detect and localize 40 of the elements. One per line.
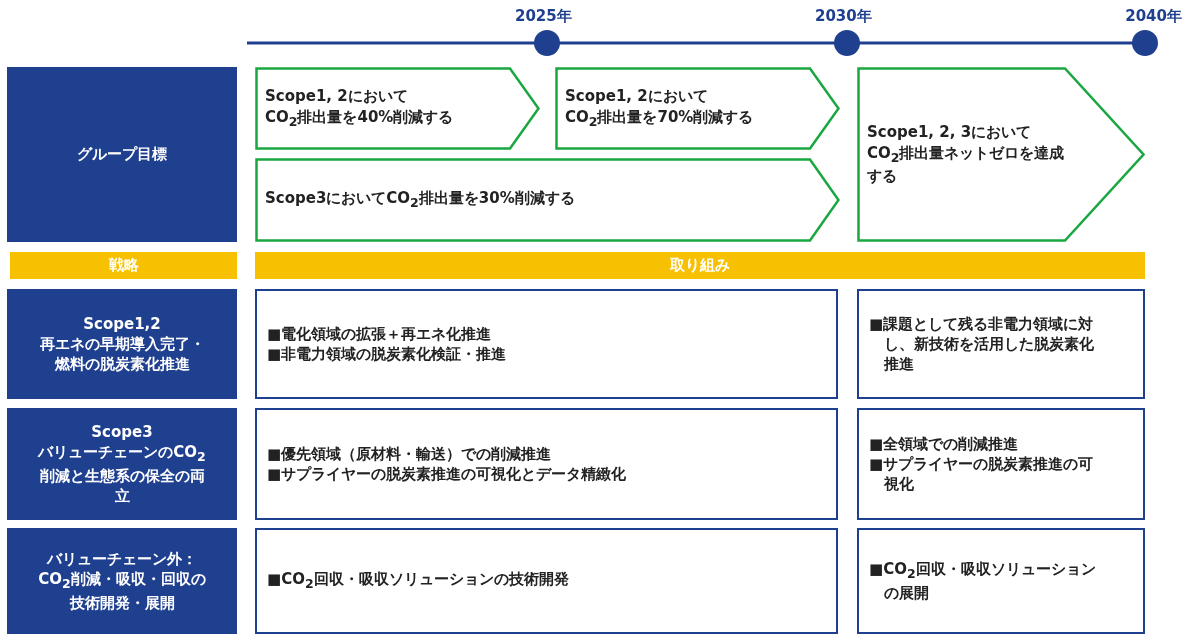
year-label: 2025年 — [515, 7, 572, 26]
goal-text: Scope1, 2, 3において CO$_{2}$排出量ネットゼロを達成する — [867, 122, 1066, 187]
measure-item: ■課題として残る非電力領域に対し、新技術を活用した脱炭素化推進 — [869, 313, 1095, 375]
band-title: 取り組み — [670, 255, 730, 276]
measure-item: ■電化領域の拡張＋再エネ化推進 — [267, 323, 493, 344]
section-band — [255, 252, 1145, 279]
band-title: 戦略 — [108, 255, 139, 276]
category-panel — [7, 289, 237, 399]
goal-text: Scope3においてCO$_{2}$排出量を30%削減する — [265, 188, 576, 212]
category-panel — [7, 528, 237, 634]
goal-text: Scope1, 2において CO$_{2}$排出量を70%削減する — [565, 86, 755, 131]
year-label: 2030年 — [815, 7, 872, 26]
measure-item: ■優先領域（原材料・輸送）での削減推進 — [267, 443, 553, 464]
year-label: 2040年 — [1125, 7, 1182, 26]
goal-panel — [255, 158, 840, 242]
goal-panel — [857, 67, 1145, 242]
measure-panel — [857, 408, 1145, 520]
measure-item: ■CO$_{2}$回収・吸収ソリューションの展開 — [869, 558, 1097, 604]
category-text: バリューチェーン外：CO$_{2}$削減・吸収・回収の技術開発・展開 — [38, 548, 206, 614]
goal-text: Scope1, 2において CO$_{2}$排出量を40%削減する — [265, 86, 455, 131]
measure-panel — [255, 408, 838, 520]
measure-panel — [255, 289, 838, 399]
section-band — [10, 252, 237, 279]
category-text: 再エネの早期導入完了・燃料の脱炭素化推進 — [38, 333, 206, 375]
measure-item: ■CO$_{2}$回収・吸収ソリューションの技術開発 — [267, 569, 570, 593]
category-panel — [7, 67, 237, 242]
category-text: バリューチェーンのCO$_{2}$削減と生態系の保全の両立 — [38, 441, 206, 507]
goal-panel — [255, 67, 540, 150]
measure-panel — [255, 528, 838, 634]
category-panel — [7, 408, 237, 520]
measure-panel — [857, 528, 1145, 634]
category-heading: Scope3 — [91, 421, 153, 442]
measure-panel — [857, 289, 1145, 399]
category-text: グループ目標 — [77, 144, 167, 165]
category-heading: Scope1,2 — [83, 313, 161, 334]
measure-item: ■全領域での削減推進 — [869, 433, 1020, 454]
measure-item: ■サプライヤーの脱炭素推進の可視化 — [869, 453, 1095, 495]
measure-item: ■サプライヤーの脱炭素推進の可視化とデータ精緻化 — [267, 464, 628, 485]
goal-panel — [555, 67, 840, 150]
measure-item: ■非電力領域の脱炭素化検証・推進 — [267, 344, 508, 365]
